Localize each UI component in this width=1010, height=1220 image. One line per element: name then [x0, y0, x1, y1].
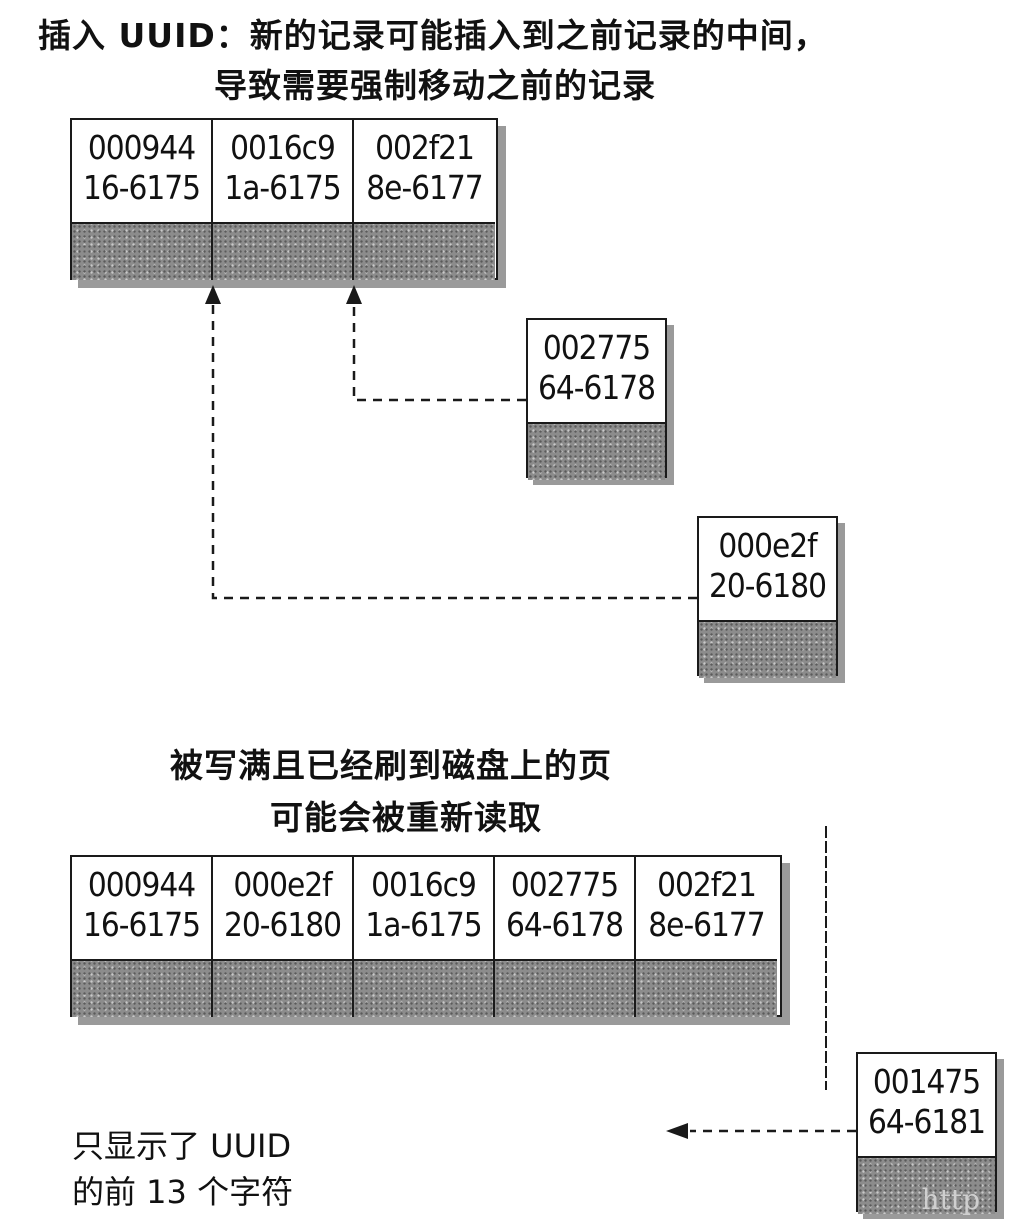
record-payload	[213, 222, 352, 280]
incoming-record-2: 000e2f 20-6180	[697, 516, 838, 678]
record-payload	[72, 959, 211, 1017]
top-page: 000944 16-6175 0016c9 1a-6175 002f21 8e-…	[70, 118, 498, 280]
record-id-line2: 1a-6175	[365, 905, 482, 944]
record-payload	[354, 959, 493, 1017]
arrowhead-up-icon	[205, 285, 221, 304]
bottom-page-record-4: 002775 64-6178	[495, 857, 636, 1017]
bottom-page-record-2: 000e2f 20-6180	[213, 857, 354, 1017]
record-id: 000e2f 20-6180	[699, 518, 836, 620]
incoming-record-1: 002775 64-6178	[526, 318, 667, 480]
record-payload	[699, 620, 836, 678]
record-id-line1: 000944	[87, 865, 196, 904]
record-id-line1: 002f21	[375, 128, 475, 167]
record-id-line2: 64-6181	[867, 1102, 986, 1141]
record-id-line2: 64-6178	[505, 905, 624, 944]
footnote-line2: 的前 13 个字符	[72, 1173, 294, 1211]
bottom-page-record-1: 000944 16-6175	[72, 857, 213, 1017]
footnote-line1: 只显示了 UUID	[72, 1127, 292, 1165]
record-id: 000944 16-6175	[72, 120, 211, 222]
record-id-line1: 002775	[510, 865, 619, 904]
record-id: 002f21 8e-6177	[354, 120, 495, 222]
record-id-line2: 16-6175	[82, 168, 201, 207]
record-id: 000e2f 20-6180	[213, 857, 352, 959]
top-caption-line1: 插入 UUID：新的记录可能插入到之前记录的中间，	[38, 16, 828, 55]
record-id-line2: 64-6178	[537, 368, 656, 407]
bottom-page-record-3: 0016c9 1a-6175	[354, 857, 495, 1017]
record-id-line1: 0016c9	[230, 128, 336, 167]
record-id-line1: 000e2f	[718, 526, 817, 565]
top-page-record-3: 002f21 8e-6177	[354, 120, 495, 280]
bottom-page-record-5: 002f21 8e-6177	[636, 857, 777, 1017]
insert-arrow-line-1	[352, 300, 526, 402]
record-id: 001475 64-6181	[858, 1054, 995, 1156]
record-id-line2: 1a-6175	[224, 168, 341, 207]
record-payload	[495, 959, 634, 1017]
record-id: 0016c9 1a-6175	[213, 120, 352, 222]
bottom-page: 000944 16-6175 000e2f 20-6180 0016c9 1a-…	[70, 855, 782, 1017]
watermark: http	[921, 1183, 980, 1216]
top-page-record-2: 0016c9 1a-6175	[213, 120, 354, 280]
record-id-line2: 16-6175	[82, 905, 201, 944]
record-id-line1: 000944	[87, 128, 196, 167]
insert-arrow-line-2	[211, 300, 697, 600]
record-id-line1: 002775	[542, 328, 651, 367]
arrowhead-left-icon	[666, 1123, 688, 1139]
record-payload	[636, 959, 777, 1017]
record-id-line1: 002f21	[657, 865, 757, 904]
record-id: 0016c9 1a-6175	[354, 857, 493, 959]
record-id-line1: 001475	[872, 1062, 981, 1101]
record-id-line2: 20-6180	[708, 566, 827, 605]
top-page-record-1: 000944 16-6175	[72, 120, 213, 280]
record-id: 002775 64-6178	[495, 857, 634, 959]
arrowhead-up-icon	[346, 285, 362, 304]
record-id: 000944 16-6175	[72, 857, 211, 959]
record-id-line2: 8e-6177	[648, 905, 765, 944]
record-payload	[72, 222, 211, 280]
top-caption-line2: 导致需要强制移动之前的记录	[214, 66, 656, 105]
middle-caption-line1: 被写满且已经刷到磁盘上的页	[170, 746, 612, 785]
record-id-line2: 8e-6177	[366, 168, 483, 207]
record-id-line2: 20-6180	[223, 905, 342, 944]
record-id: 002775 64-6178	[528, 320, 665, 422]
record-payload	[528, 422, 665, 480]
record-payload	[858, 1156, 995, 1214]
record-id-line1: 000e2f	[233, 865, 332, 904]
record-payload	[213, 959, 352, 1017]
new-record: 001475 64-6181	[856, 1052, 997, 1214]
record-id-line1: 0016c9	[371, 865, 477, 904]
record-payload	[354, 222, 495, 280]
record-id: 002f21 8e-6177	[636, 857, 777, 959]
middle-caption-line2: 可能会被重新读取	[270, 798, 542, 837]
